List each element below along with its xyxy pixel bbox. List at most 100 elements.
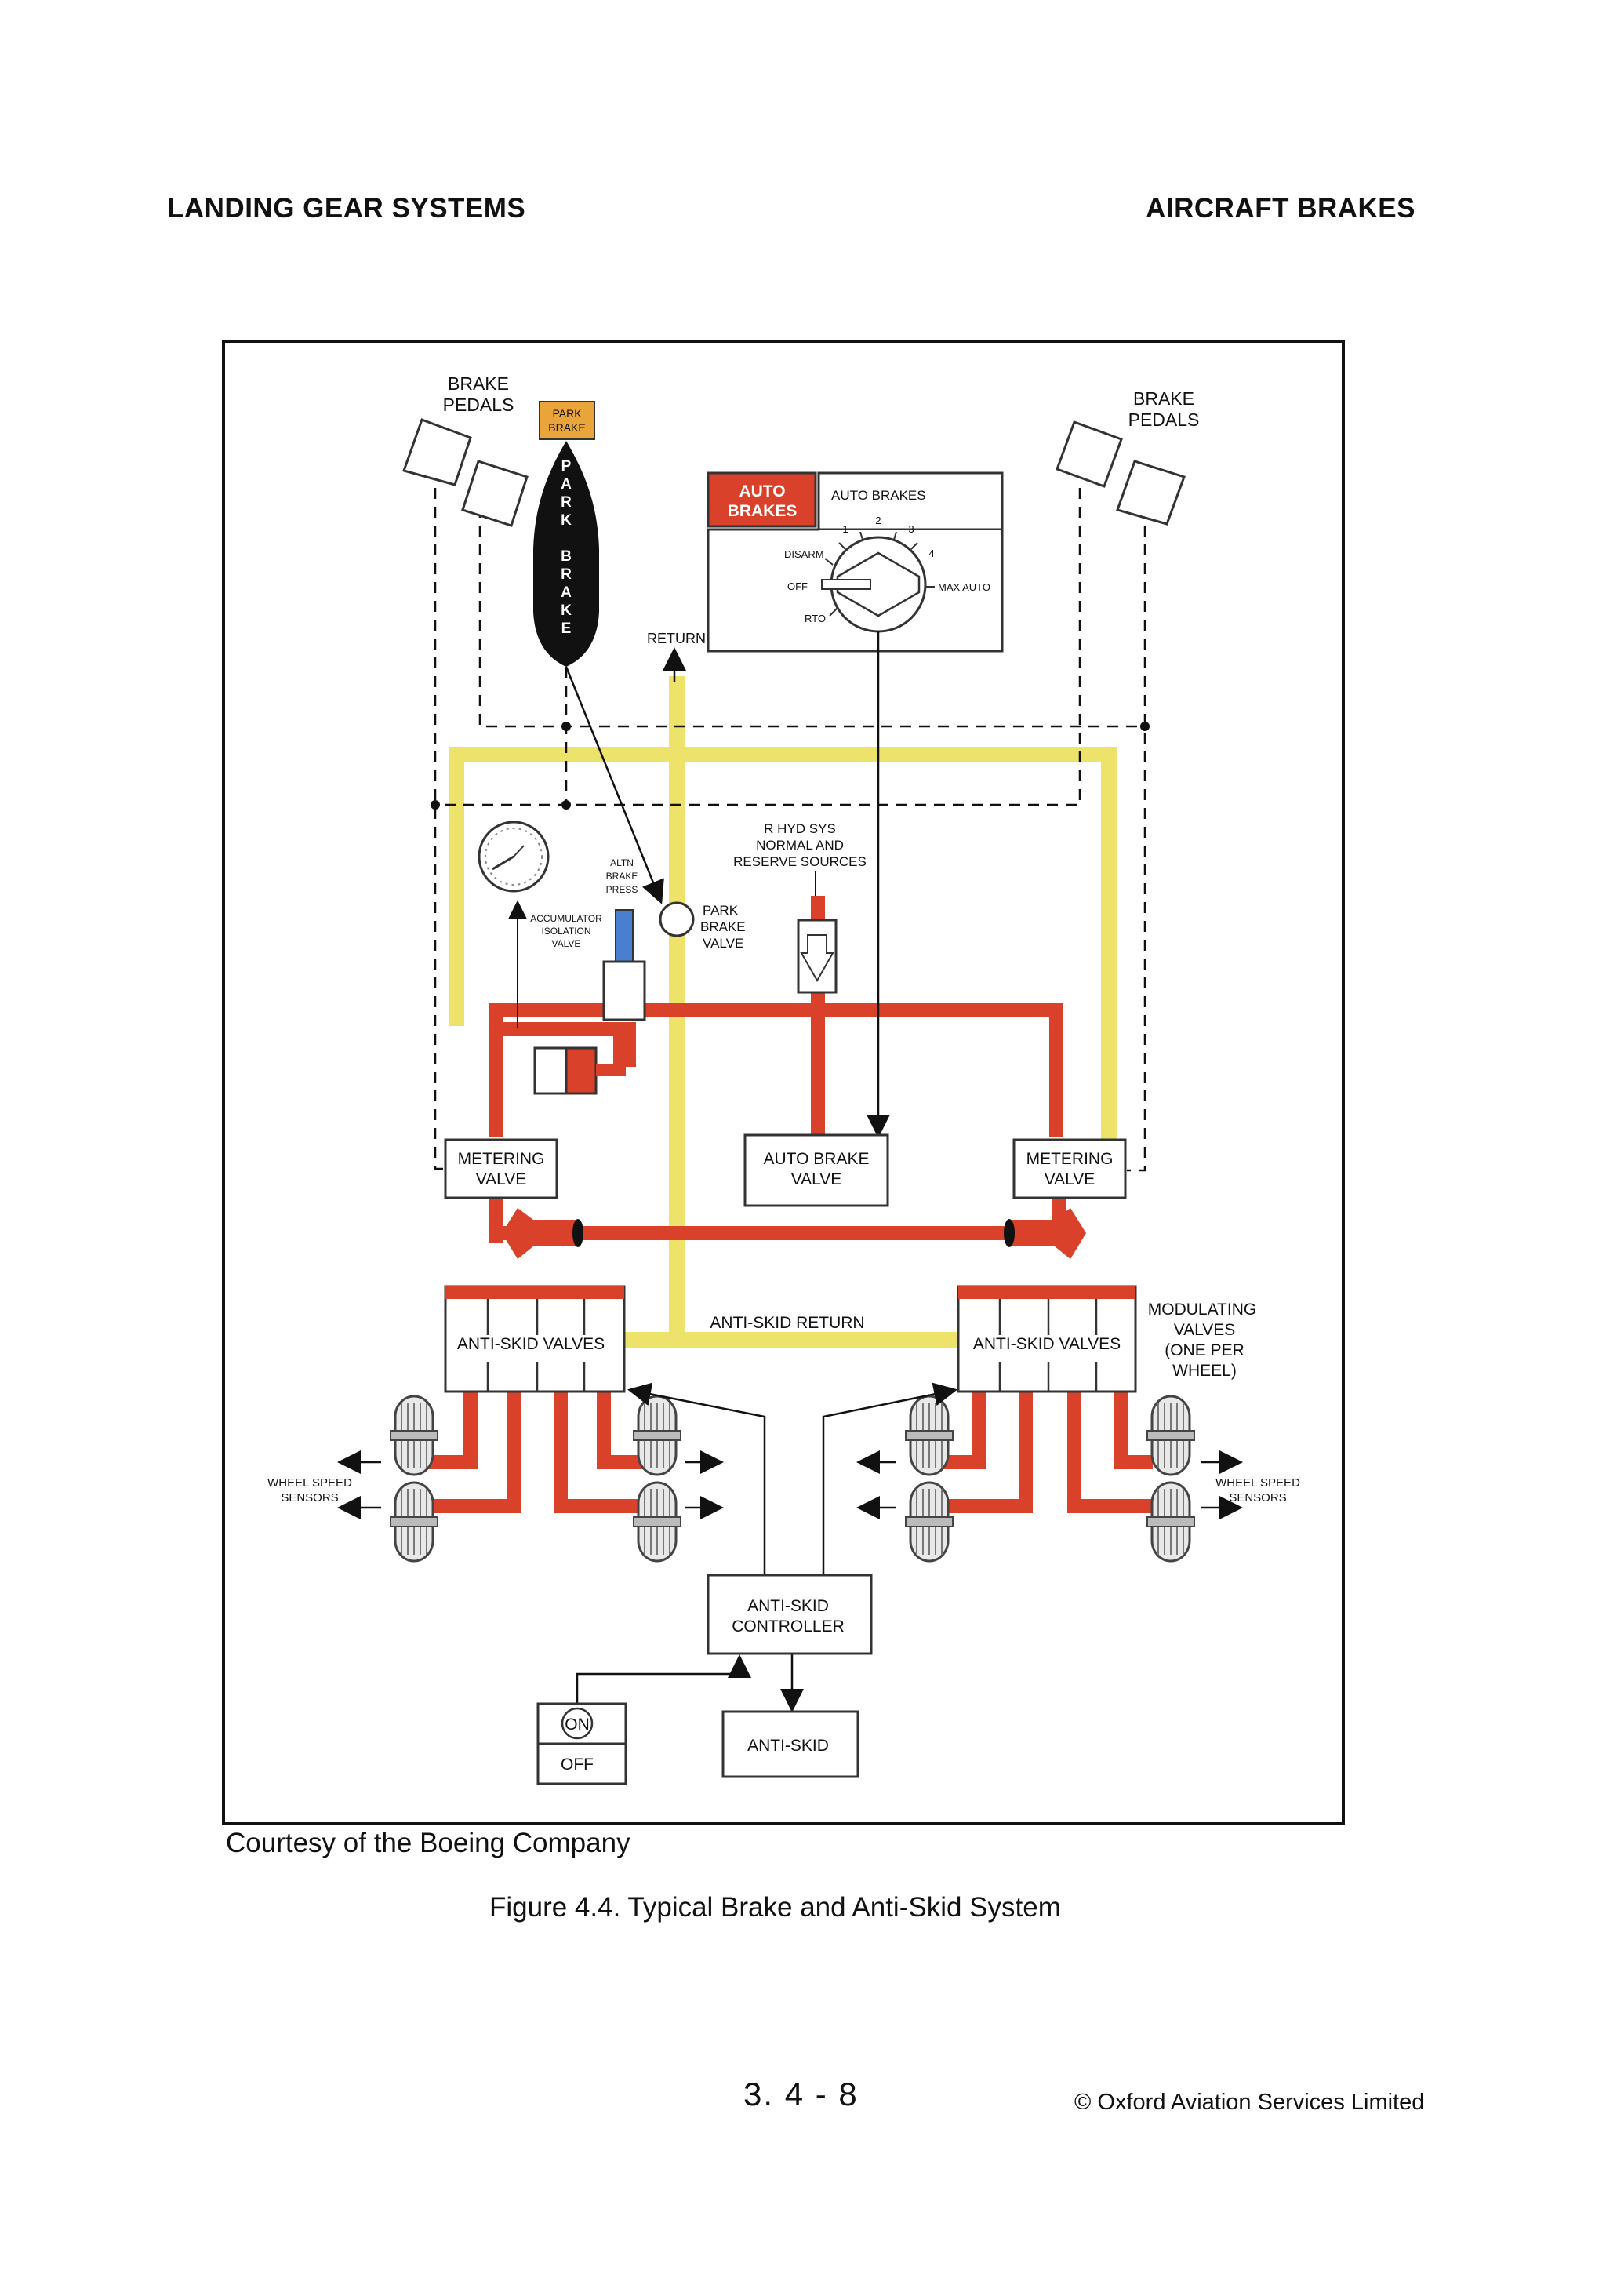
svg-text:VALVE: VALVE (703, 936, 743, 951)
anti-skid-indicator-label: ANTI-SKID (747, 1737, 829, 1755)
brake-pedals-right-label-line1: BRAKE (1133, 388, 1194, 409)
svg-text:MAX AUTO: MAX AUTO (938, 581, 990, 593)
anti-skid-valves-right-label: ANTI-SKID VALVES (973, 1335, 1121, 1353)
svg-text:ALTN: ALTN (610, 857, 634, 868)
figure-caption: Figure 4.4. Typical Brake and Anti-Skid … (489, 1892, 1061, 1923)
svg-text:R: R (561, 494, 572, 511)
wheel (390, 1395, 438, 1476)
brake-pedals-left-label-line2: PEDALS (443, 395, 514, 415)
svg-text:ISOLATION: ISOLATION (541, 926, 590, 937)
hyd-source-label: R HYD SYS NORMAL AND RESERVE SOURCES (733, 821, 867, 869)
anti-skid-controller-line2: CONTROLLER (732, 1617, 845, 1636)
svg-text:PARK: PARK (703, 903, 739, 918)
brake-pedals-left-label-line1: BRAKE (448, 373, 509, 394)
auto-brakes-selector-pointer (821, 579, 871, 590)
copyright-notice: © Oxford Aviation Services Limited (1074, 2090, 1425, 2115)
metering-valve-right-line1: METERING (1026, 1150, 1114, 1168)
park-brake-tag (539, 401, 595, 440)
header-chapter-title: LANDING GEAR SYSTEMS (167, 193, 526, 224)
svg-text:MODULATING: MODULATING (1148, 1301, 1256, 1319)
altn-brake-press-label: ALTN BRAKE PRESS (606, 857, 638, 895)
header-section-title: AIRCRAFT BRAKES (1146, 193, 1415, 224)
auto-brakes-button-line1: AUTO (739, 482, 785, 500)
svg-text:SENSORS: SENSORS (1229, 1491, 1286, 1505)
metering-valve-left (444, 1138, 558, 1199)
park-brake-tag-line1: PARK (552, 407, 582, 420)
svg-text:E: E (561, 620, 572, 637)
svg-text:BRAKE: BRAKE (700, 919, 746, 934)
svg-text:A: A (561, 584, 572, 601)
modulating-valves-label: MODULATING VALVES (ONE PER WHEEL) (1148, 1301, 1256, 1380)
svg-text:3: 3 (908, 523, 914, 535)
auto-brake-valve-line2: VALVE (791, 1170, 842, 1188)
auto-brakes-button-line2: BRAKES (728, 502, 798, 520)
figure-credit: Courtesy of the Boeing Company (226, 1828, 630, 1858)
park-brake-handle[interactable] (533, 441, 599, 667)
figure-frame (222, 340, 1345, 1825)
svg-text:VALVES: VALVES (1174, 1321, 1236, 1339)
auto-brake-valve-line1: AUTO BRAKE (764, 1150, 870, 1168)
anti-skid-switch-on: ON (565, 1716, 590, 1734)
anti-skid-controller (707, 1574, 873, 1655)
brake-pedals-left (402, 418, 529, 527)
svg-text:ACCUMULATOR: ACCUMULATOR (530, 913, 602, 924)
pressure-lines (427, 896, 1153, 1513)
park-brake-tag-line2: BRAKE (548, 421, 585, 434)
auto-brakes-panel-title: AUTO BRAKES (831, 488, 926, 503)
svg-text:WHEEL SPEED: WHEEL SPEED (267, 1476, 352, 1490)
svg-text:(ONE PER: (ONE PER (1165, 1341, 1244, 1359)
svg-text:K: K (561, 512, 572, 529)
wheel-speed-sensors-right-label: WHEEL SPEED SENSORS (1215, 1476, 1300, 1505)
page-number: 3. 4 - 8 (743, 2076, 859, 2112)
park-brake-valve-label: PARK BRAKE VALVE (700, 903, 746, 951)
auto-brakes-position-labels: 1 2 3 4 DISARM OFF RTO MAX AUTO (784, 515, 990, 624)
svg-text:P: P (561, 458, 572, 475)
wheel (1146, 1395, 1195, 1476)
svg-text:BRAKE: BRAKE (606, 871, 638, 882)
anti-skid-controller-line1: ANTI-SKID (747, 1597, 829, 1615)
pedal-linkages (434, 488, 1146, 1172)
wheel (390, 1481, 438, 1563)
anti-skid-valves-right (957, 1285, 1137, 1393)
svg-text:PRESS: PRESS (606, 884, 638, 895)
metering-valve-left-line2: VALVE (476, 1170, 527, 1188)
anti-skid-valves-left-label: ANTI-SKID VALVES (457, 1335, 605, 1353)
auto-brakes-button[interactable] (707, 471, 817, 528)
metering-valve-left-line1: METERING (458, 1150, 545, 1168)
svg-text:R: R (561, 566, 572, 583)
svg-text:RESERVE SOURCES: RESERVE SOURCES (733, 854, 867, 869)
brake-pedals-right-label-line2: PEDALS (1128, 409, 1200, 430)
svg-text:R HYD SYS: R HYD SYS (764, 821, 836, 836)
wheel (633, 1395, 681, 1476)
anti-skid-switch-off: OFF (561, 1756, 594, 1774)
park-brake-handle-letters: P A R K B R A K E (561, 458, 572, 637)
park-brake-valve (659, 901, 695, 937)
wheels (390, 1395, 1195, 1563)
svg-text:NORMAL AND: NORMAL AND (756, 838, 844, 853)
svg-text:2: 2 (875, 515, 881, 526)
wheel (1146, 1481, 1195, 1563)
svg-text:DISARM: DISARM (784, 548, 824, 560)
brake-pedals-right (1056, 420, 1186, 526)
svg-text:WHEEL SPEED: WHEEL SPEED (1215, 1476, 1300, 1490)
svg-text:4: 4 (928, 548, 934, 559)
metering-valve-right (1012, 1138, 1127, 1199)
wheel-speed-sensors-left-label: WHEEL SPEED SENSORS (267, 1476, 352, 1505)
svg-text:A: A (561, 476, 572, 493)
wheel (905, 1395, 954, 1476)
svg-text:K: K (561, 602, 572, 619)
return-label: RETURN (647, 631, 706, 646)
anti-skid-switch-on-indicator (561, 1707, 594, 1740)
metering-valve-right-line2: VALVE (1045, 1170, 1095, 1188)
svg-text:RTO: RTO (805, 613, 826, 624)
svg-text:B: B (561, 548, 572, 565)
anti-skid-indicator-light (721, 1710, 859, 1778)
svg-text:1: 1 (842, 523, 848, 535)
anti-skid-valves-left (444, 1285, 626, 1393)
wheel (633, 1481, 681, 1563)
wheel (905, 1481, 954, 1563)
svg-text:WHEEL): WHEEL) (1172, 1362, 1237, 1380)
anti-skid-return-label: ANTI-SKID RETURN (710, 1314, 864, 1332)
svg-text:SENSORS: SENSORS (281, 1491, 338, 1505)
